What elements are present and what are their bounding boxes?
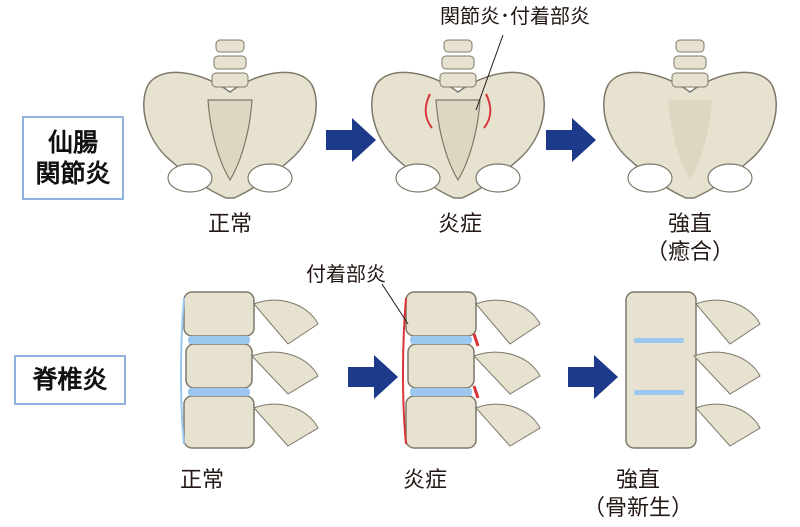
- row-label-sacroiliitis-line1: 仙腸: [47, 128, 98, 157]
- inflammation-disc-edge-upper: [472, 333, 480, 347]
- inflammation-anterior-ligament: [402, 297, 407, 445]
- pelvis-inflammation: [371, 34, 545, 199]
- pelvis-stage-inflammation-label: 炎症: [437, 212, 482, 237]
- spine-inflammation: [381, 283, 541, 449]
- inflammation-left-joint: [424, 93, 433, 129]
- row-label-spondylitis: 脊椎炎: [14, 355, 126, 405]
- spine-arrow-2: [568, 355, 618, 399]
- pelvis-ankylosis: [603, 39, 777, 199]
- right-arrow-icon: [326, 118, 376, 162]
- pelvis-stage-ankylosis-label: 強直: [667, 212, 712, 237]
- spine-annotation: 付着部炎: [306, 262, 386, 286]
- spine-inflammation-bone: [402, 291, 541, 449]
- inflammation-disc-edge-lower: [472, 385, 480, 399]
- spine-stage-ankylosis-sub: （骨新生）: [582, 496, 693, 521]
- annotation-leader-pelvis: [475, 34, 504, 111]
- inflammation-right-joint: [483, 93, 492, 129]
- spine-normal: [180, 291, 319, 449]
- pelvis-arrow-1: [326, 118, 376, 162]
- pelvis-inflammation-bone: [371, 39, 545, 199]
- row-label-sacroiliitis-line2: 関節炎: [35, 159, 111, 188]
- pelvis-stage-normal-label: 正常: [207, 212, 252, 237]
- right-arrow-icon: [568, 355, 618, 399]
- pelvis-stage-ankylosis-sub: （癒合）: [645, 240, 734, 265]
- spine-stage-normal-label: 正常: [179, 468, 224, 493]
- right-arrow-icon: [546, 118, 596, 162]
- spine-stage-ankylosis-label: 強直: [615, 468, 660, 493]
- spine-arrow-1: [348, 355, 398, 399]
- spine-ankylosis: [625, 291, 761, 449]
- annotation-leader-spine: [381, 283, 409, 325]
- pelvis-arrow-2: [546, 118, 596, 162]
- row-label-sacroiliitis: 仙腸 関節炎: [22, 116, 124, 200]
- right-arrow-icon: [348, 355, 398, 399]
- pelvis-normal: [143, 39, 317, 199]
- pelvis-annotation: 関節炎･付着部炎: [440, 4, 590, 28]
- pelvis-ankylosis-bone: [603, 39, 777, 199]
- spine-stage-inflammation-label: 炎症: [402, 468, 447, 493]
- pelvis-normal-bone: [143, 39, 317, 199]
- spine-normal-bone: [180, 291, 319, 449]
- spine-ankylosis-bone: [625, 291, 761, 449]
